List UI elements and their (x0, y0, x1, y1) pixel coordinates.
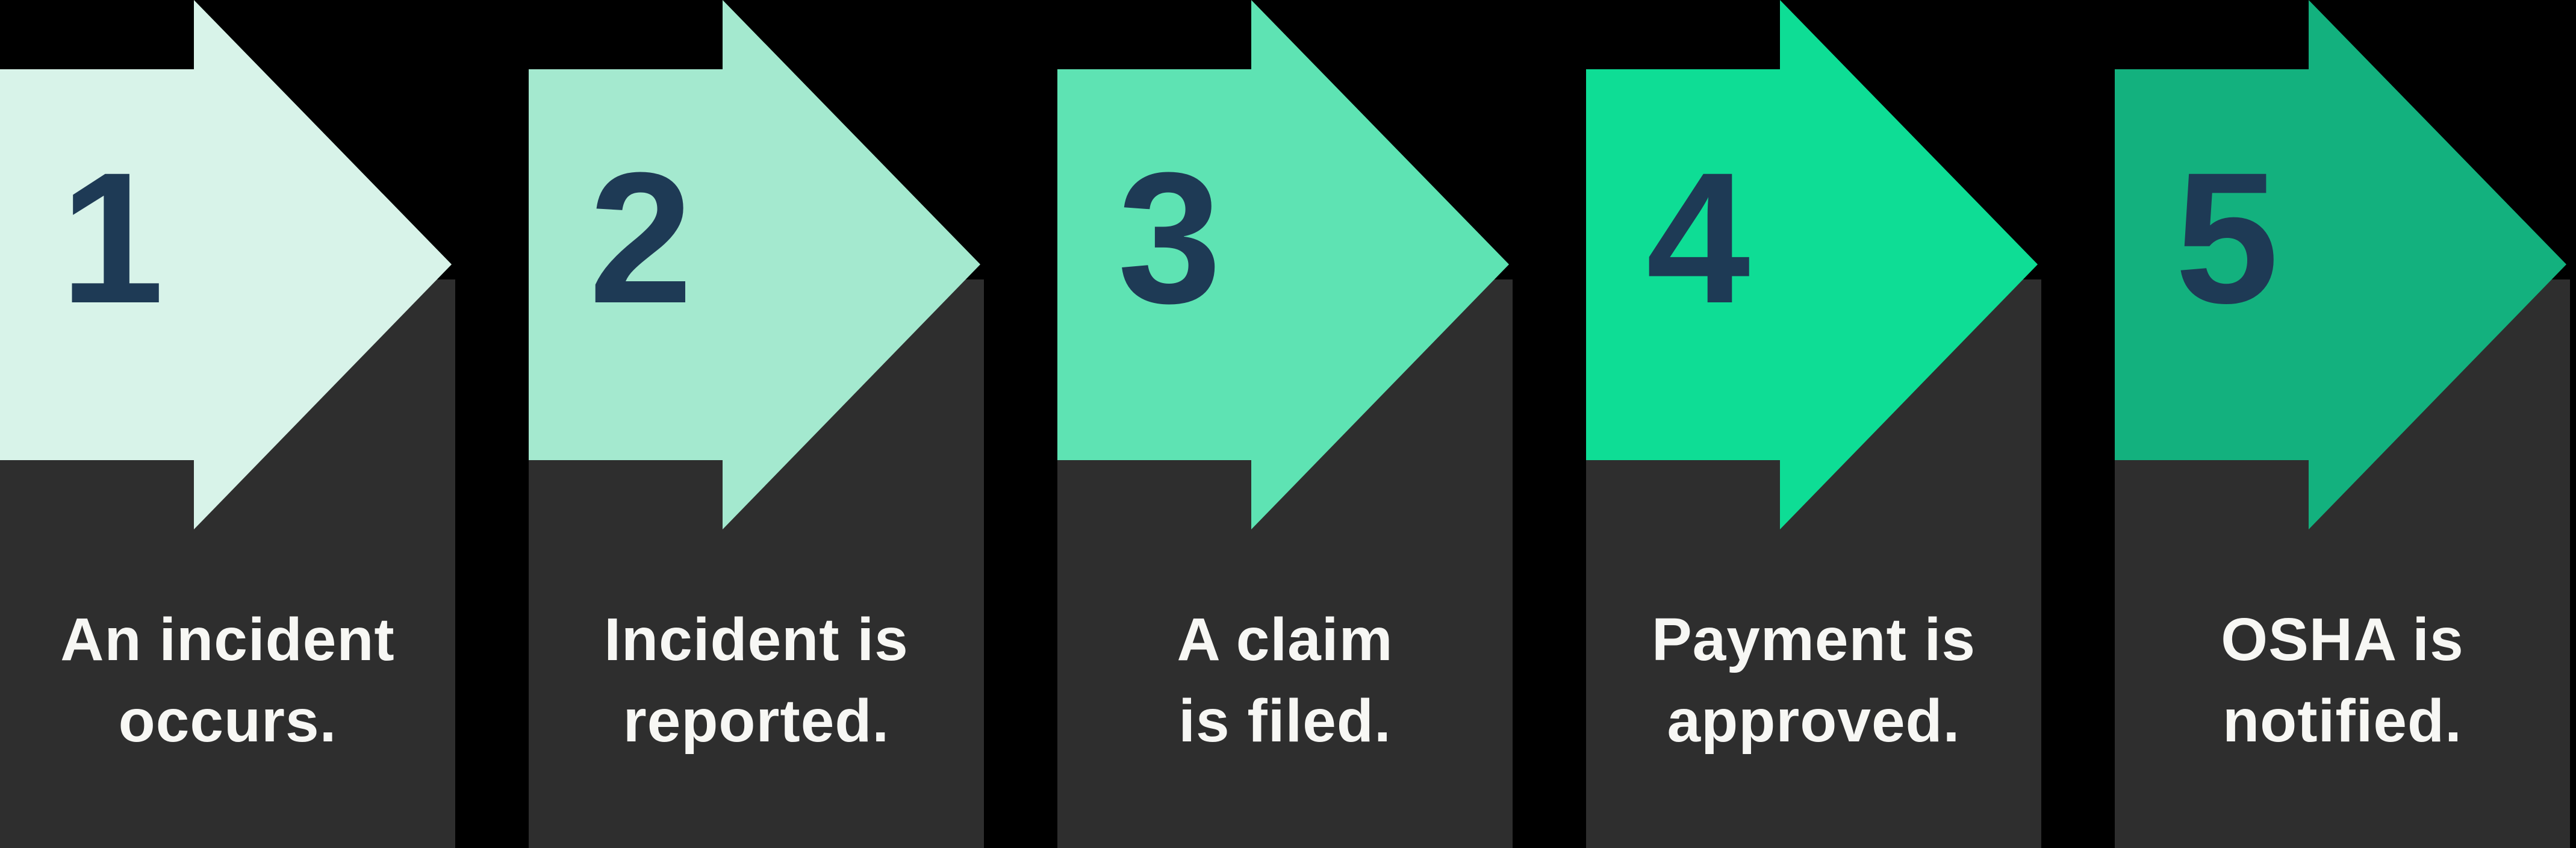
process-step-5: 5 OSHA is notified. (2115, 0, 2570, 848)
arrow-right-icon (1057, 0, 1509, 529)
step-label: A claim is filed. (1177, 606, 1393, 755)
step-number-wrap: 3 (1118, 42, 1221, 433)
step-number: 2 (589, 132, 693, 342)
arrow-right-icon (0, 0, 452, 529)
step-number: 1 (60, 132, 164, 342)
step-number-wrap: 5 (2175, 42, 2279, 433)
process-step-2: 2 Incident is reported. (529, 0, 984, 848)
step-number-wrap: 4 (1646, 42, 1750, 433)
arrow-right-icon (529, 0, 980, 529)
step-number: 5 (2175, 132, 2279, 342)
arrow-right-icon (2115, 0, 2566, 529)
step-label: OSHA is notified. (2221, 606, 2464, 755)
step-label: Incident is reported. (604, 606, 909, 755)
step-label: Payment is approved. (1651, 606, 1976, 755)
step-number-wrap: 1 (60, 42, 164, 433)
process-step-4: 4 Payment is approved. (1586, 0, 2041, 848)
process-step-3: 3 A claim is filed. (1057, 0, 1513, 848)
step-number: 3 (1118, 132, 1222, 342)
step-number-wrap: 2 (589, 42, 692, 433)
step-number: 4 (1646, 132, 1750, 342)
arrow-right-icon (1586, 0, 2038, 529)
process-step-1: 1 An incident occurs. (0, 0, 455, 848)
step-label: An incident occurs. (60, 606, 395, 755)
